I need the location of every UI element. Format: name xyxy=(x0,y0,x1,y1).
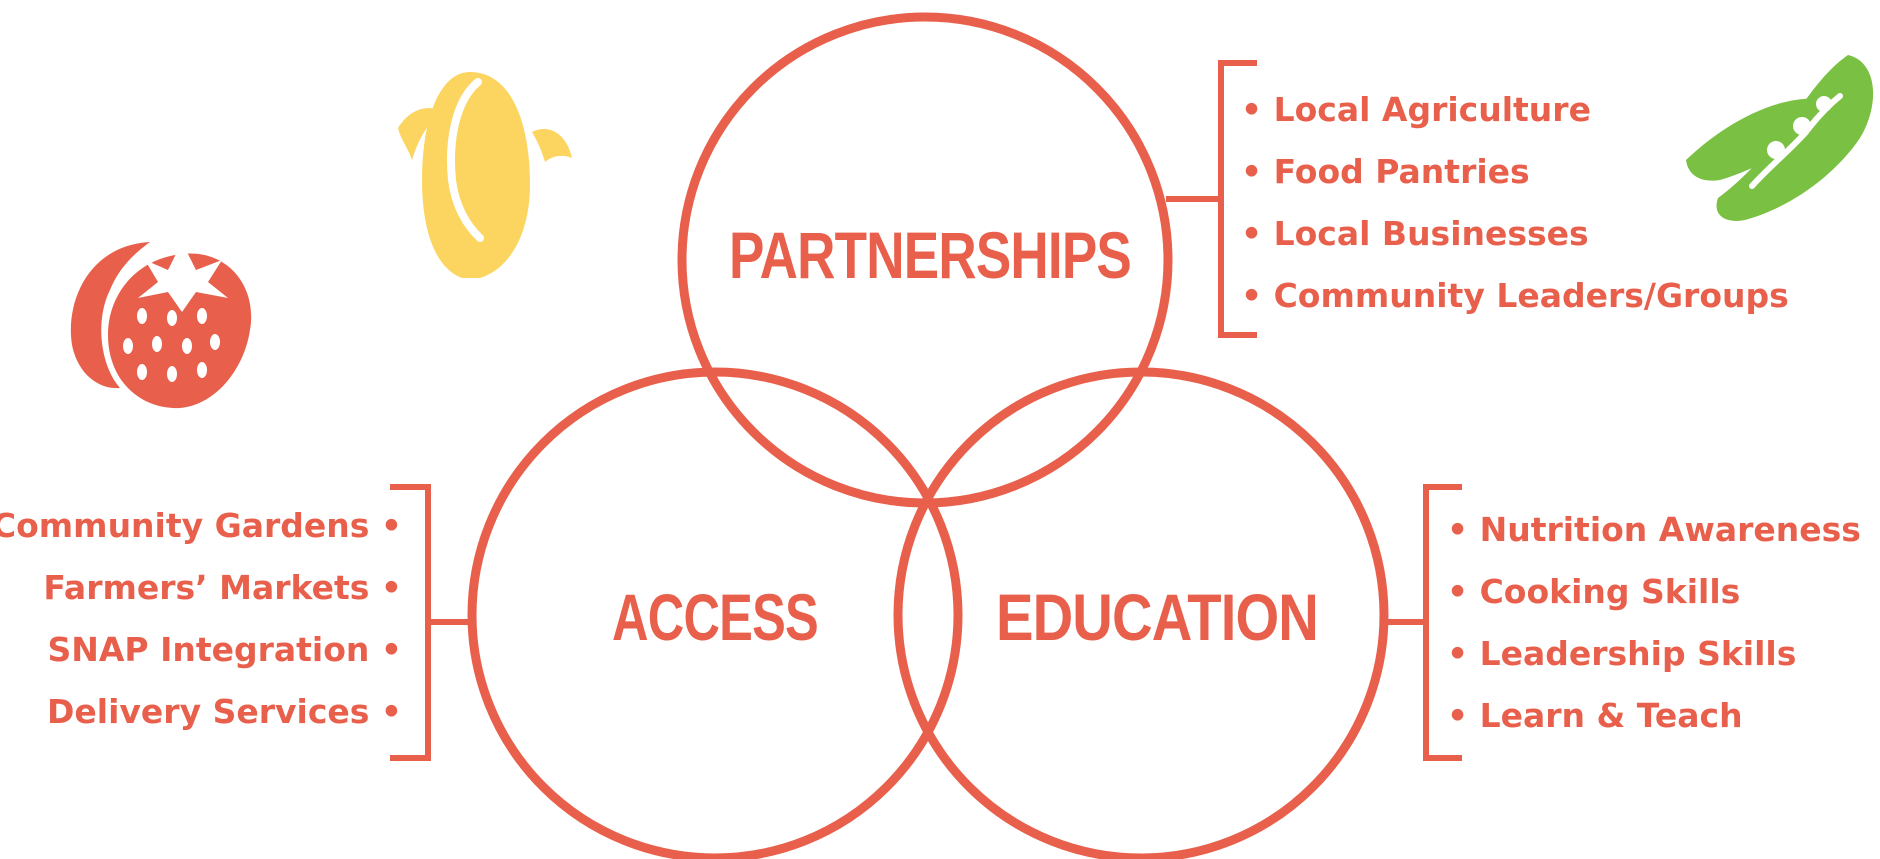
list-item: • Community Leaders/Groups xyxy=(1241,276,1789,315)
list-item: • Learn & Teach xyxy=(1447,696,1743,735)
pea-pod-icon xyxy=(1686,55,1874,221)
list-item: SNAP Integration • xyxy=(47,630,402,669)
list-item: • Nutrition Awareness xyxy=(1447,510,1861,549)
education-circle xyxy=(893,367,1389,859)
list-item: Delivery Services • xyxy=(47,692,402,731)
list-item: Farmers’ Markets • xyxy=(43,568,402,607)
corn-icon xyxy=(398,72,572,278)
partnerships-title: PARTNERSHIPS xyxy=(729,218,1131,292)
list-item: • Local Agriculture xyxy=(1241,90,1591,129)
access-title: ACCESS xyxy=(612,580,818,654)
list-item: • Food Pantries xyxy=(1241,152,1530,191)
list-item: Community Gardens • xyxy=(0,506,402,545)
brackets xyxy=(390,60,1462,761)
partnerships-list: • Local Agriculture • Food Pantries • Lo… xyxy=(1241,90,1789,315)
venn-circles xyxy=(467,12,1389,859)
access-bracket xyxy=(390,484,468,761)
access-circle xyxy=(467,367,963,859)
education-title: EDUCATION xyxy=(996,580,1318,654)
list-item: • Local Businesses xyxy=(1241,214,1589,253)
access-list: Community Gardens • Farmers’ Markets • S… xyxy=(0,506,402,731)
strawberry-icon xyxy=(70,242,252,409)
education-bracket xyxy=(1386,484,1462,761)
list-item: • Cooking Skills xyxy=(1447,572,1740,611)
list-item: • Leadership Skills xyxy=(1447,634,1796,673)
education-list: • Nutrition Awareness • Cooking Skills •… xyxy=(1447,510,1861,735)
partnerships-bracket xyxy=(1166,60,1257,338)
